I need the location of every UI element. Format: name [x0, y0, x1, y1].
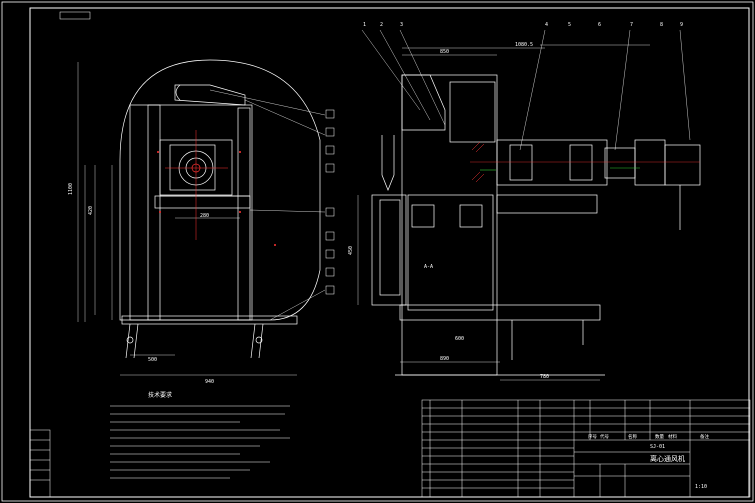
- dim-front-height: 1100: [68, 183, 74, 195]
- bolt-mark: [239, 211, 241, 213]
- drawing-title: 离心通风机: [650, 454, 685, 463]
- svg-text:序号: 序号: [588, 433, 597, 440]
- dim-side-low: 600: [455, 336, 464, 342]
- tech-req-title: 技术要求: [148, 391, 172, 399]
- svg-text:5: 5: [568, 22, 571, 28]
- bolt-mark: [239, 151, 241, 153]
- svg-text:7: 7: [630, 22, 633, 28]
- svg-text:代号: 代号: [600, 433, 609, 440]
- svg-text:数量: 数量: [655, 433, 664, 440]
- dim-side-width: 850: [440, 49, 449, 55]
- bolt-mark: [159, 211, 161, 213]
- side-view: [357, 29, 701, 381]
- parts-header: 序号 代号 名称 数量 材料 备注: [588, 433, 709, 440]
- bolt-mark: [274, 244, 276, 246]
- front-view: [77, 59, 326, 376]
- hatch: [471, 141, 485, 183]
- svg-text:材料: 材料: [668, 433, 677, 440]
- front-center-marks: [165, 130, 228, 240]
- svg-text:6: 6: [598, 22, 601, 28]
- dim-side-top: 1080.5: [515, 42, 533, 48]
- svg-text:9: 9: [680, 22, 683, 28]
- scale-label: 1:10: [695, 484, 707, 490]
- dim-side-bottom: 890: [440, 356, 449, 362]
- dim-front-inner: 280: [200, 213, 209, 219]
- svg-text:8: 8: [660, 22, 663, 28]
- bolt-mark: [157, 151, 159, 153]
- svg-text:名称: 名称: [628, 433, 637, 440]
- svg-text:备注: 备注: [700, 433, 709, 440]
- parts-list: [421, 399, 751, 498]
- tech-req-lines: [110, 405, 290, 479]
- margin-strip: [29, 429, 51, 498]
- svg-text:3: 3: [400, 22, 403, 28]
- section-label: A-A: [424, 264, 433, 270]
- dim-front-width: 940: [205, 379, 214, 385]
- svg-text:1: 1: [363, 22, 366, 28]
- callout-column: [325, 109, 335, 295]
- svg-text:2: 2: [380, 22, 383, 28]
- svg-text:4: 4: [545, 22, 548, 28]
- dim-front-base: 500: [148, 357, 157, 363]
- top-callouts: 1 2 3 4 5 6 7 8 9: [363, 22, 683, 28]
- drawing-code: SJ-01: [650, 444, 665, 450]
- dim-side-right: 780: [540, 374, 549, 380]
- dim-front-left: 420: [88, 206, 94, 215]
- dim-side-mid: 450: [348, 246, 354, 255]
